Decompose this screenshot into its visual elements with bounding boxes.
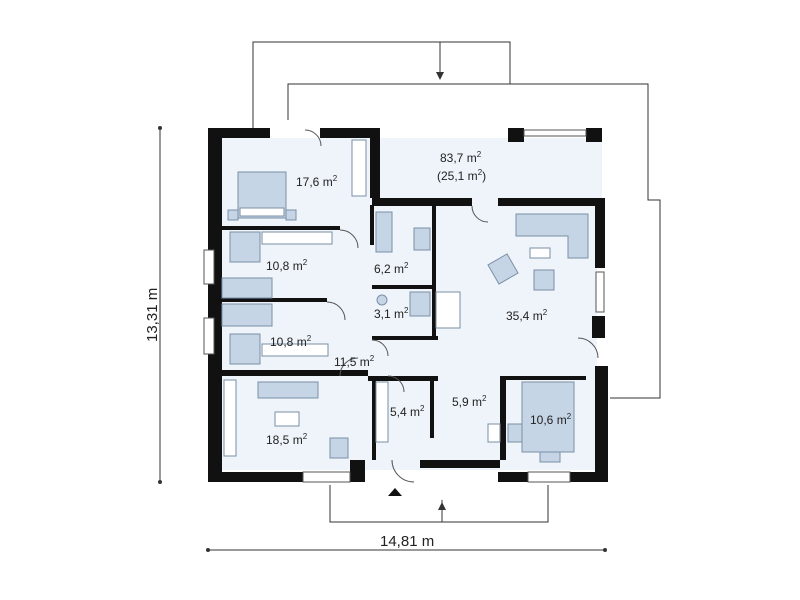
desk-icon (229, 231, 261, 263)
sofa-icon (257, 381, 319, 399)
closet-icon (375, 381, 389, 443)
room-area-bedroom-3: 10,8 m2 (270, 334, 312, 349)
room-area-wardrobe: 5,4 m2 (390, 404, 425, 419)
wardrobe-icon (351, 139, 367, 197)
furniture (221, 139, 589, 463)
entrance-arrow-icon (388, 488, 402, 496)
corner-sofa-icon (515, 213, 589, 259)
room-area-bedroom-2: 10,8 m2 (266, 258, 308, 273)
roof-outline (252, 41, 661, 523)
room-area-dining: 10,6 m2 (530, 412, 572, 427)
room-labels: 17,6 m2 10,8 m2 10,8 m2 6,2 m2 3,1 m2 35… (266, 150, 572, 447)
terrace-covered-area: (25,1 m2) (437, 168, 486, 183)
room-area-bedroom-1: 17,6 m2 (296, 174, 338, 189)
height-label: 13,31 m (144, 288, 161, 342)
dimension-width: 14,81 m (206, 533, 607, 552)
bathtub-icon (375, 211, 393, 253)
desk-icon (329, 437, 349, 459)
room-area-wc: 3,1 m2 (374, 306, 409, 321)
roof-arrow-bottom (438, 500, 446, 522)
tv-stand-icon (435, 291, 461, 329)
walls (208, 128, 608, 482)
armchair-icon (487, 253, 519, 285)
room-area-bedroom-4: 18,5 m2 (266, 432, 308, 447)
roof-arrow-top (436, 42, 444, 80)
room-area-kitchen: 5,9 m2 (452, 394, 487, 409)
room-area-living: 35,4 m2 (506, 308, 548, 323)
dimension-height: 13,31 m (144, 126, 162, 484)
table-icon (274, 411, 300, 427)
dining-table-icon (521, 381, 575, 453)
room-area-hallway: 11,5 m2 (334, 354, 375, 369)
terrace-area: 83,7 m2 (440, 150, 482, 165)
bed-icon (221, 303, 273, 327)
doors (304, 129, 599, 483)
room-area-bathroom: 6,2 m2 (374, 261, 409, 276)
shower-icon (409, 291, 431, 317)
armchair-icon (533, 269, 555, 291)
windows (203, 129, 605, 483)
bed-icon (221, 277, 273, 299)
wardrobe-icon (223, 379, 237, 457)
desk-icon (229, 333, 261, 365)
width-label: 14,81 m (380, 533, 434, 550)
